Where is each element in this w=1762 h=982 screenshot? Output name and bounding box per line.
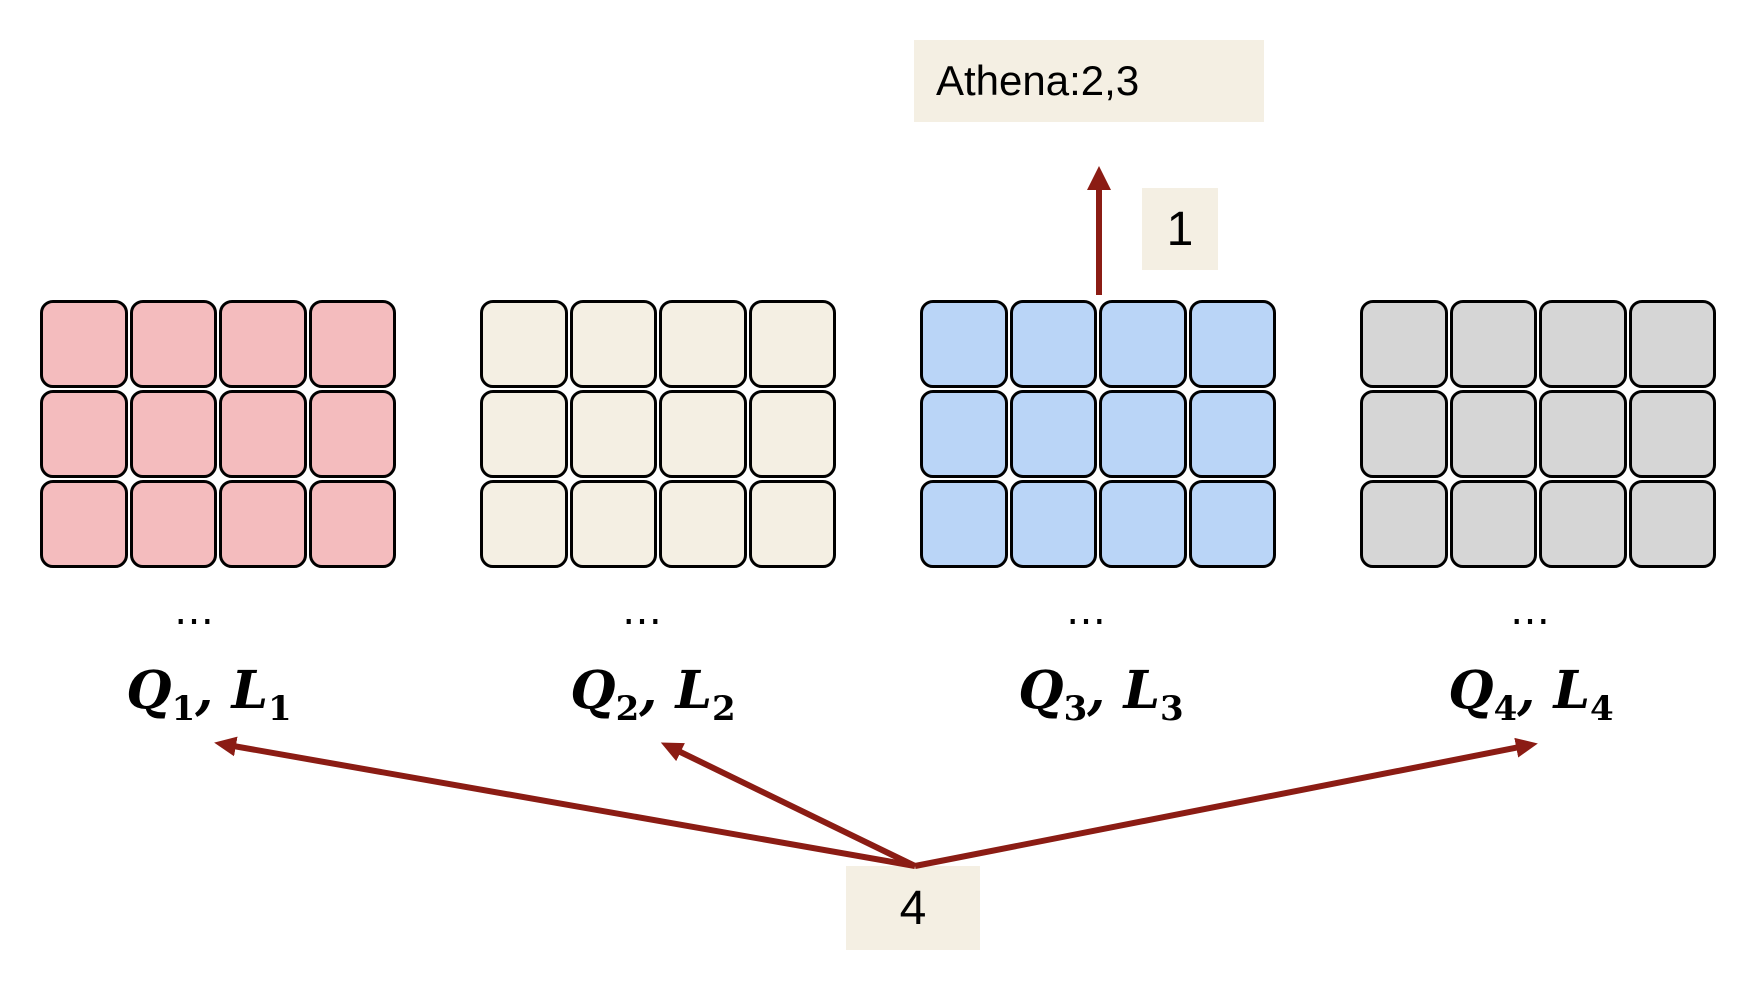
q-l-label-2: Q2, L2	[503, 660, 803, 726]
grid-cell	[1539, 480, 1627, 568]
grid-cell	[1099, 480, 1187, 568]
grid-cell	[1099, 300, 1187, 388]
grid-cell	[1188, 300, 1276, 388]
grid-cell	[219, 390, 307, 478]
grid-cell	[1188, 390, 1276, 478]
grid-cell	[129, 480, 217, 568]
grid-cell	[1449, 390, 1537, 478]
grid-1	[40, 300, 396, 568]
grid-cell	[1628, 300, 1716, 388]
arrow-to-group-1	[214, 736, 916, 869]
grid-cell	[1099, 390, 1187, 478]
grid-cell	[1360, 300, 1448, 388]
grid-cell	[1009, 390, 1097, 478]
grid-cell	[1628, 390, 1716, 478]
l-symbol: L	[231, 660, 269, 721]
step-1-box: 1	[1142, 188, 1218, 270]
grid-cell	[480, 390, 568, 478]
grid-cell	[219, 300, 307, 388]
grid-cell	[480, 480, 568, 568]
grid-cell	[40, 300, 128, 388]
grid-cell	[308, 480, 396, 568]
ellipsis-4: …	[1510, 588, 1554, 634]
grid-cell	[748, 480, 836, 568]
grid-cell	[748, 390, 836, 478]
grid-cell	[569, 300, 657, 388]
grid-cell	[308, 300, 396, 388]
grid-cell	[1009, 480, 1097, 568]
grid-cell	[920, 300, 1008, 388]
grid-cell	[1009, 300, 1097, 388]
grid-cell	[569, 480, 657, 568]
arrow-to-group-4	[914, 737, 1538, 869]
grid-cell	[920, 480, 1008, 568]
l-symbol: L	[1553, 660, 1591, 721]
athena-label-text: Athena:2,3	[936, 57, 1140, 104]
grid-cell	[659, 480, 747, 568]
q-symbol: Q	[126, 660, 172, 721]
separator: ,	[1087, 660, 1124, 721]
q-symbol: Q	[570, 660, 616, 721]
grid-cell	[129, 300, 217, 388]
q-l-label-1: Q1, L1	[59, 660, 359, 726]
grid-cell	[1539, 300, 1627, 388]
grid-cell	[40, 390, 128, 478]
q-symbol: Q	[1018, 660, 1064, 721]
l-subscript: 2	[712, 689, 736, 729]
grid-cell	[659, 390, 747, 478]
q-l-label-3: Q3, L3	[951, 660, 1251, 726]
grid-cell	[920, 390, 1008, 478]
grid-cell	[1360, 390, 1448, 478]
grid-cell	[480, 300, 568, 388]
grid-cell	[1449, 480, 1537, 568]
grid-cell	[1628, 480, 1716, 568]
l-symbol: L	[1123, 660, 1161, 721]
grid-cell	[1360, 480, 1448, 568]
grid-cell	[748, 300, 836, 388]
grid-cell	[1539, 390, 1627, 478]
step-4-text: 4	[899, 881, 927, 935]
q-subscript: 2	[615, 689, 640, 729]
athena-label-box: Athena:2,3	[914, 40, 1264, 122]
ellipsis-2: …	[622, 588, 666, 634]
separator: ,	[1517, 660, 1554, 721]
grid-4	[1360, 300, 1716, 568]
grid-cell	[659, 300, 747, 388]
q-subscript: 4	[1493, 689, 1518, 729]
separator: ,	[195, 660, 232, 721]
separator: ,	[639, 660, 676, 721]
grid-cell	[569, 390, 657, 478]
grid-cell	[308, 390, 396, 478]
step-4-box: 4	[846, 866, 980, 950]
ellipsis-3: …	[1066, 588, 1110, 634]
ellipsis-1: …	[174, 588, 218, 634]
grid-cell	[1449, 300, 1537, 388]
grid-cell	[219, 480, 307, 568]
grid-cell	[129, 390, 217, 478]
grid-2	[480, 300, 836, 568]
l-subscript: 3	[1160, 689, 1184, 729]
grid-3	[920, 300, 1276, 568]
q-symbol: Q	[1448, 660, 1494, 721]
q-l-label-4: Q4, L4	[1381, 660, 1681, 726]
l-symbol: L	[675, 660, 713, 721]
grid-cell	[1188, 480, 1276, 568]
l-subscript: 1	[268, 689, 292, 729]
arrow-to-group-2	[660, 742, 917, 869]
step-1-text: 1	[1166, 202, 1194, 256]
q-subscript: 1	[171, 689, 196, 729]
grid-cell	[40, 480, 128, 568]
l-subscript: 4	[1590, 689, 1614, 729]
q-subscript: 3	[1063, 689, 1088, 729]
